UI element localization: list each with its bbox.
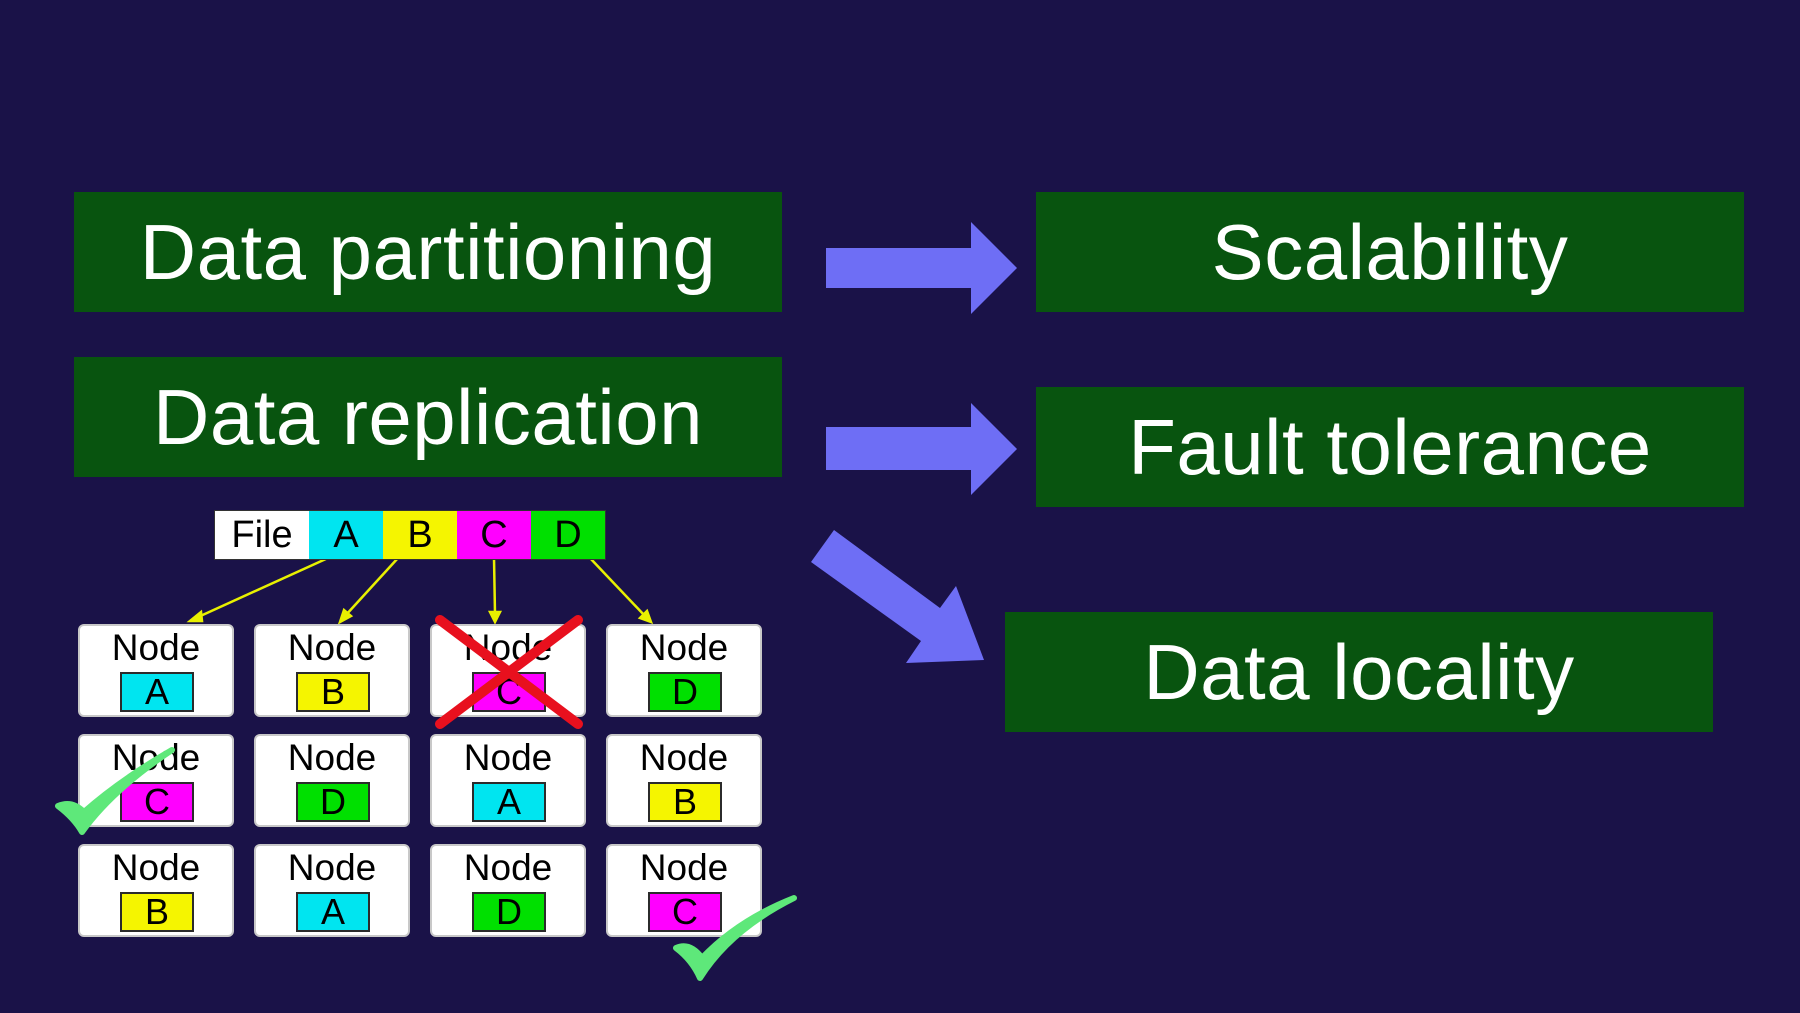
node-label: Node [463, 847, 553, 888]
node-chunk: C [472, 671, 546, 712]
arrow-replication-to-locality-icon [811, 530, 984, 663]
node-label: Node [287, 737, 377, 778]
data-partitioning-box: Data partitioning [74, 192, 782, 312]
node-label: Node [639, 737, 729, 778]
node-label: Node [639, 847, 729, 888]
node-label: Node [463, 737, 553, 778]
connector-a [195, 556, 329, 620]
node-label: Node [287, 847, 377, 888]
arrow-replication-to-fault-tolerance-icon [826, 403, 1017, 495]
fault-tolerance-box: Fault tolerance [1036, 387, 1744, 507]
file-chunk-c: C [457, 511, 531, 559]
data-partitioning-label: Data partitioning [139, 207, 717, 296]
scalability-label: Scalability [1211, 207, 1569, 296]
data-locality-box: Data locality [1005, 612, 1713, 732]
node-chunk: B [296, 671, 370, 712]
node-chunk: B [120, 891, 194, 932]
file-chunk-b: B [383, 511, 457, 559]
data-replication-box: Data replication [74, 357, 782, 477]
arrow-partitioning-to-scalability-icon [826, 222, 1017, 314]
fault-tolerance-label: Fault tolerance [1128, 402, 1652, 491]
file-chunk-a: A [309, 511, 383, 559]
node-chunk: D [296, 781, 370, 822]
connector-d [589, 557, 646, 617]
node-label: Node [111, 627, 201, 668]
node-chunk: A [296, 891, 370, 932]
connectors [186, 556, 654, 625]
node-chunk: A [472, 781, 546, 822]
node-chunk: A [120, 671, 194, 712]
connector-b-head-icon [337, 607, 354, 625]
node-chunk: D [648, 671, 722, 712]
connector-a-head-icon [186, 609, 204, 623]
node-label: Node [639, 627, 729, 668]
connector-b [344, 557, 399, 617]
file-chunk-d: D [531, 511, 605, 559]
data-locality-label: Data locality [1143, 627, 1575, 716]
node-label: Node [111, 737, 201, 778]
node-chunk: C [648, 891, 722, 932]
node-label: Node [111, 847, 201, 888]
node-label: Node [287, 627, 377, 668]
node-chunk: C [120, 781, 194, 822]
file-label: File [215, 511, 309, 559]
node-chunk: B [648, 781, 722, 822]
node-chunk: D [472, 891, 546, 932]
data-replication-label: Data replication [153, 372, 703, 461]
connector-d-head-icon [637, 608, 654, 625]
file-bar: File A B C D [214, 510, 606, 560]
connector-c [492, 557, 497, 615]
node-label: Node [463, 627, 553, 668]
scalability-box: Scalability [1036, 192, 1744, 312]
connector-c-head-icon [487, 610, 503, 625]
